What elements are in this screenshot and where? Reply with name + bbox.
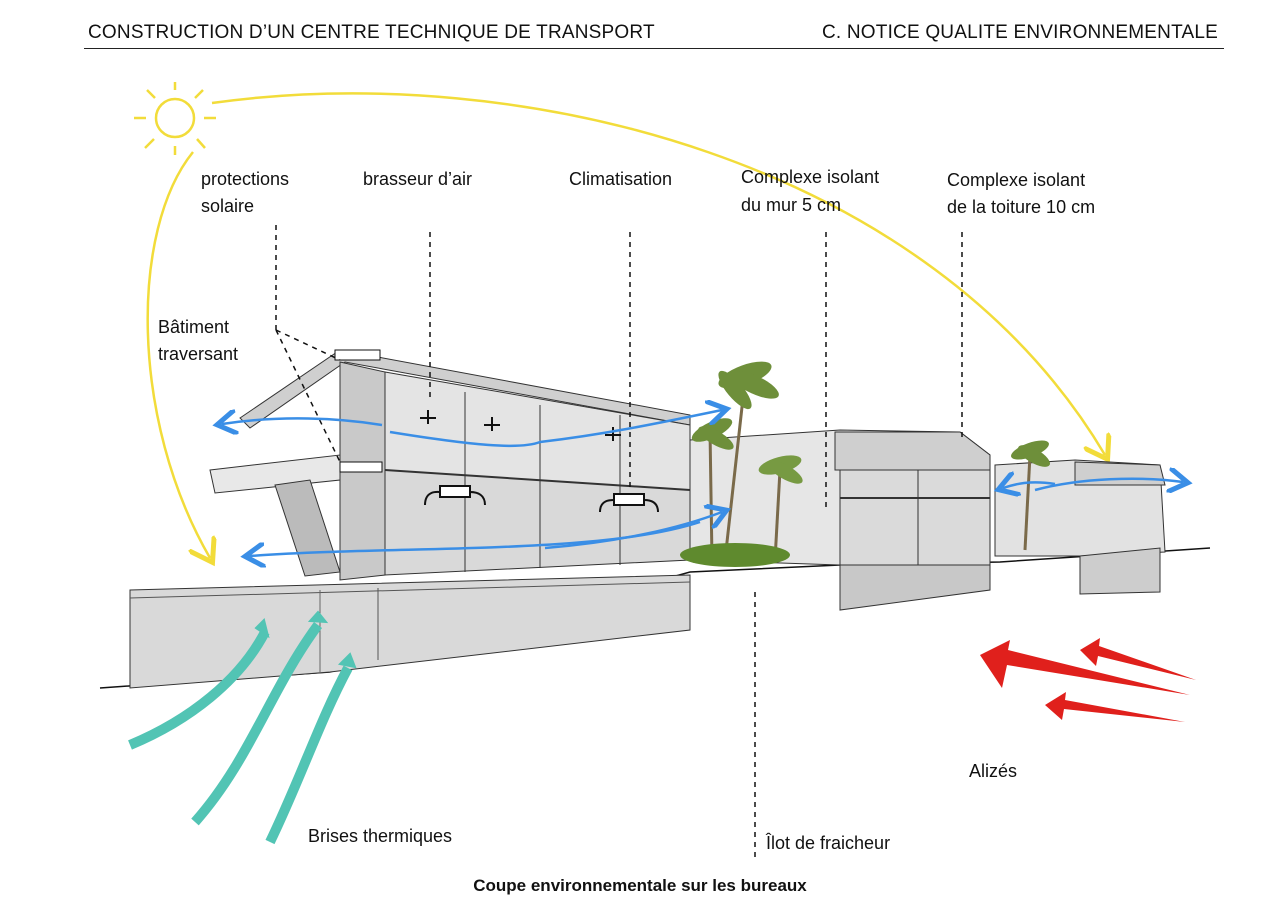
basement-section (130, 575, 690, 688)
label-isolant-toiture-line2: de la toiture 10 cm (947, 197, 1095, 217)
label-isolant-mur-line2: du mur 5 cm (741, 195, 841, 215)
label-brasseur-air: brasseur d’air (363, 169, 472, 189)
trade-wind-arrows (980, 638, 1196, 722)
main-building (210, 350, 690, 580)
sun-icon (134, 82, 216, 155)
label-batiment-traversant-line2: traversant (158, 344, 238, 364)
label-protections-solaire-line1: protections (201, 169, 289, 189)
label-climatisation: Climatisation (569, 169, 672, 189)
label-alizes: Alizés (969, 761, 1017, 781)
label-protections-solaire-line2: solaire (201, 196, 254, 216)
label-isolant-toiture-line1: Complexe isolant (947, 170, 1085, 190)
label-batiment-traversant-line1: Bâtiment (158, 317, 229, 337)
label-ilot-fraicheur: Îlot de fraicheur (765, 833, 890, 853)
label-isolant-mur-line1: Complexe isolant (741, 167, 879, 187)
label-brises-thermiques: Brises thermiques (308, 826, 452, 846)
right-building (995, 460, 1165, 594)
diagram-caption: Coupe environnementale sur les bureaux (0, 876, 1280, 896)
